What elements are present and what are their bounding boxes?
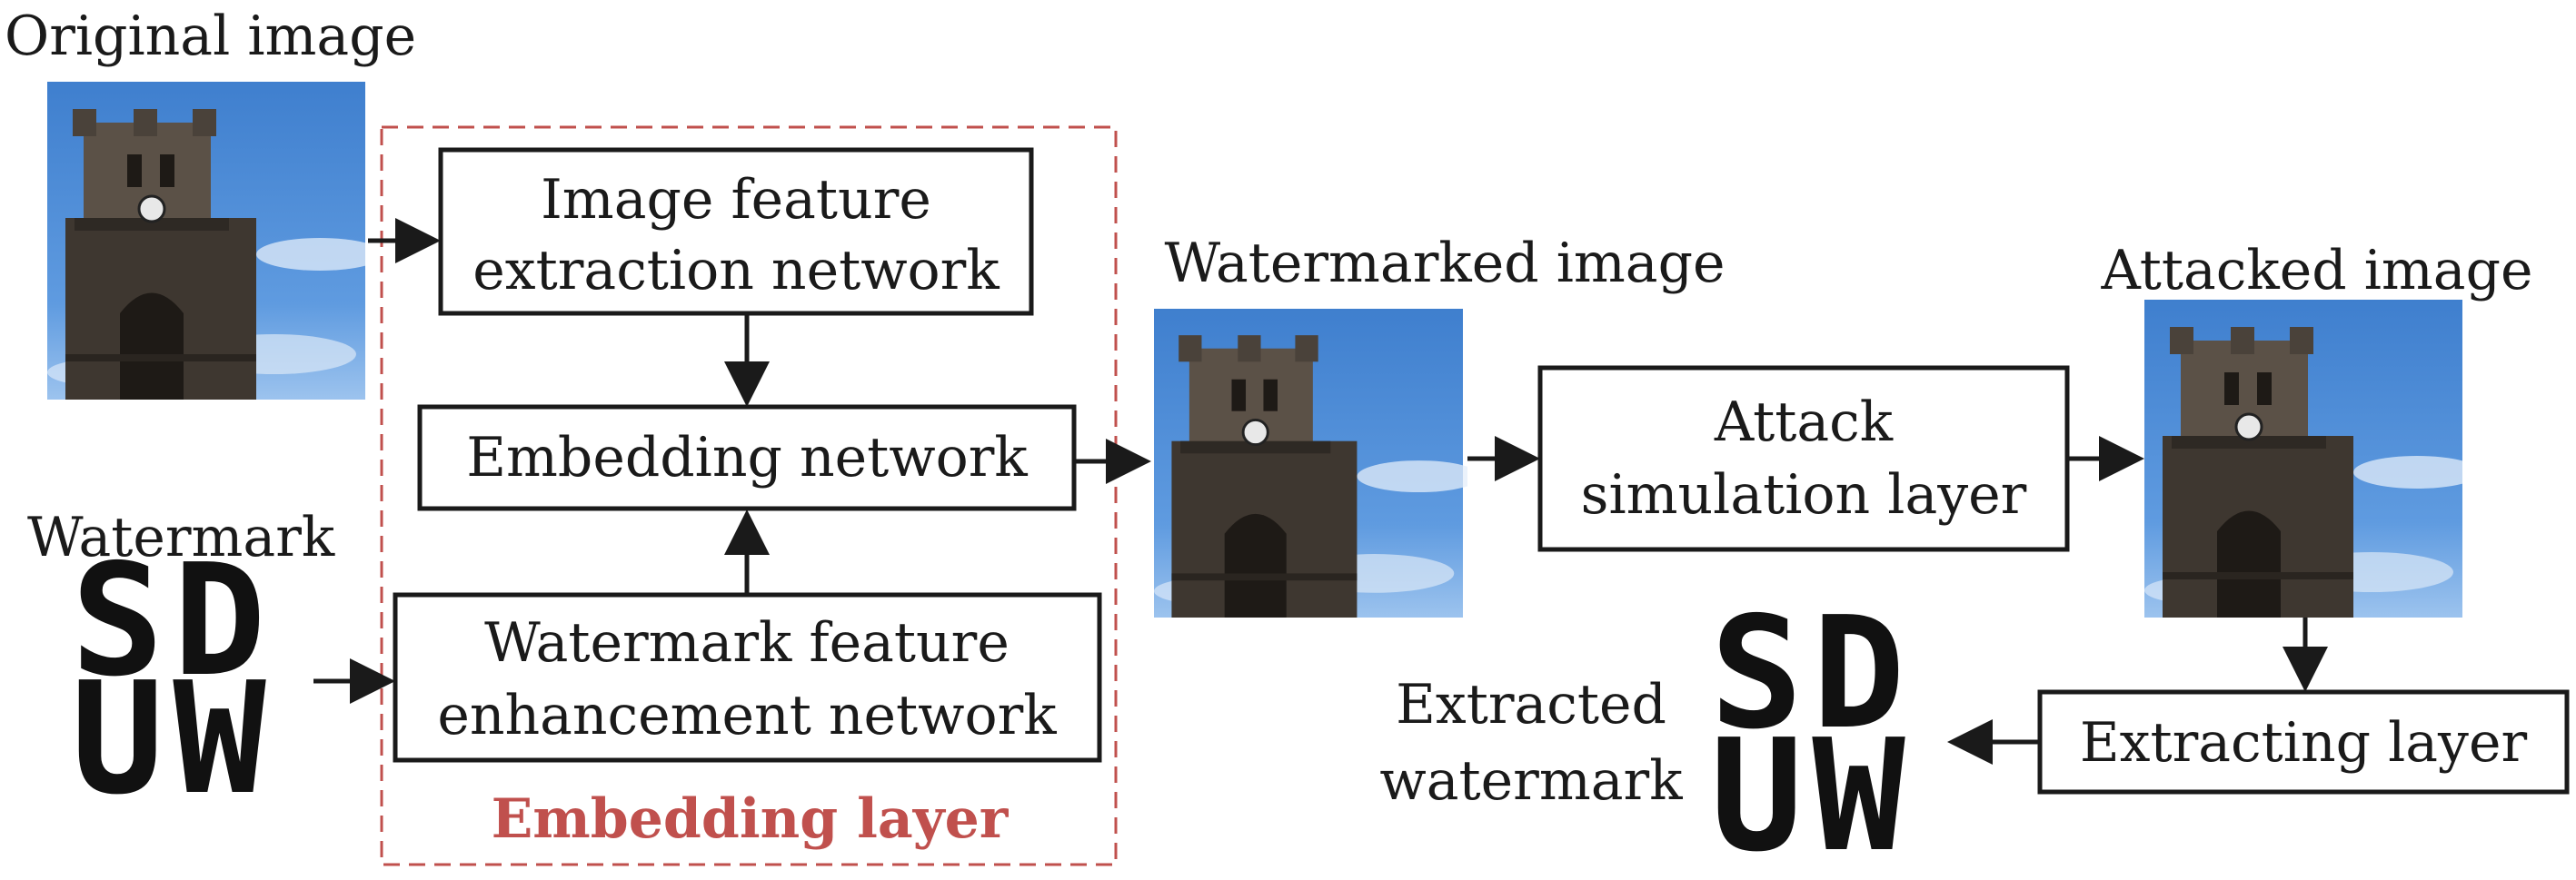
- image-feature-line2: extraction network: [472, 239, 1000, 302]
- extracting-layer-label: Extracting layer: [2080, 711, 2528, 775]
- watermark-feature-line1: Watermark feature: [484, 611, 1010, 675]
- extracted-watermark-glyph-line2: UW: [1710, 707, 1915, 880]
- watermark-feature-enhancement-box: [393, 592, 1102, 763]
- extracted-watermark-image: SD UW: [1710, 584, 1915, 880]
- embedding-network-label: Embedding network: [466, 426, 1028, 489]
- watermarked-image: [1152, 309, 1467, 618]
- embedding-network-box: [417, 404, 1077, 511]
- embedding-layer-label: Embedding layer: [492, 787, 1010, 851]
- watermark-glyph-line2: UW: [71, 649, 275, 829]
- image-feature-extraction-box: [438, 147, 1034, 316]
- image-feature-line1: Image feature: [541, 168, 931, 232]
- watermark-image: SD UW: [71, 531, 275, 829]
- attack-simulation-box: [1537, 365, 2070, 552]
- extracted-watermark-line2: watermark: [1379, 749, 1683, 813]
- extracting-layer-box: [2037, 689, 2570, 795]
- watermark-feature-line2: enhancement network: [437, 684, 1057, 747]
- original-image: [47, 82, 365, 400]
- attack-line1: Attack: [1714, 391, 1894, 454]
- extracted-watermark-line1: Extracted: [1396, 673, 1666, 737]
- attacked-image: [2144, 300, 2462, 618]
- original-image-label: Original image: [5, 5, 416, 68]
- extracted-watermark-glyph-line1: SD: [1710, 584, 1915, 764]
- watermark-glyph-line1: SD: [71, 531, 275, 711]
- embedding-layer-container: [380, 125, 1118, 866]
- attack-line2: simulation layer: [1581, 463, 2027, 527]
- watermarked-image-label: Watermarked image: [1165, 232, 1726, 295]
- watermark-label: Watermark: [27, 506, 335, 569]
- attacked-image-label: Attacked image: [2101, 239, 2533, 302]
